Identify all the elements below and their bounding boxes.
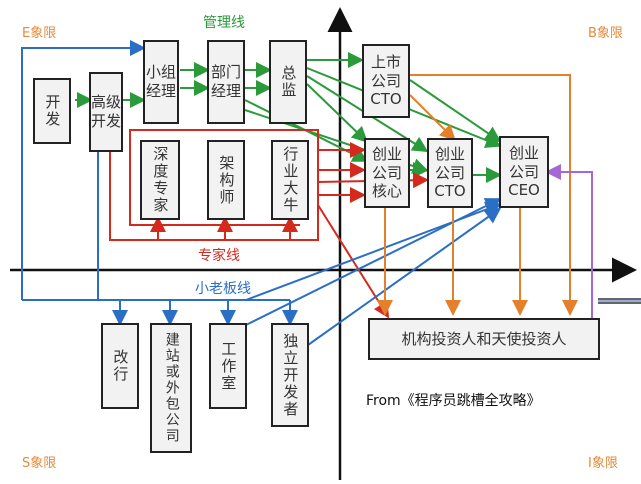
green-arrow-10 <box>306 83 368 143</box>
red-box-outline <box>109 129 319 241</box>
node-deep-expert: 深度专家 <box>140 140 180 220</box>
orange-top <box>410 74 578 316</box>
orange-a <box>409 94 456 141</box>
blue-arrow-7 <box>245 201 502 301</box>
quadrant-i-label: I象限 <box>588 456 618 471</box>
node-architect: 架构师 <box>207 140 245 220</box>
node-change-career: 改行 <box>101 323 139 409</box>
node-listed-cto: 上市 公司 CTO <box>362 44 410 118</box>
node-kaifa: 开发 <box>33 78 71 144</box>
node-startup-core: 创业 公司 核心 <box>364 138 410 208</box>
node-investors: 机构投资人和天使投资人 <box>368 318 600 360</box>
green-arrow-13 <box>409 79 502 143</box>
node-dept-mgr: 部门 经理 <box>207 40 245 124</box>
node-startup-ceo: 创业 公司 CEO <box>499 136 549 208</box>
quadrant-s-label: S象限 <box>22 456 57 471</box>
source-caption: From《程序员跳槽全攻略》 <box>366 393 541 409</box>
small-boss-line-label: 小老板线 <box>195 281 251 297</box>
node-industry-star: 行业大牛 <box>271 140 309 220</box>
management-line-label: 管理线 <box>203 15 245 31</box>
purple-line <box>545 164 593 322</box>
node-studio: 工作室 <box>209 323 247 409</box>
blue-top-line <box>21 40 146 300</box>
node-team-lead: 小组 经理 <box>143 40 179 124</box>
node-outsourcing: 建站或外包公司 <box>150 323 192 453</box>
blue-arrow-6 <box>307 207 502 346</box>
node-director: 总监 <box>269 40 307 124</box>
node-indie-dev: 独立开发者 <box>271 323 309 427</box>
quadrant-e-label: E象限 <box>22 26 57 41</box>
node-startup-cto: 创业 公司 CTO <box>427 138 473 208</box>
quadrant-b-label: B象限 <box>588 26 623 41</box>
expert-line-label: 专家线 <box>198 248 240 264</box>
node-senior-dev: 高级 开发 <box>89 72 123 152</box>
